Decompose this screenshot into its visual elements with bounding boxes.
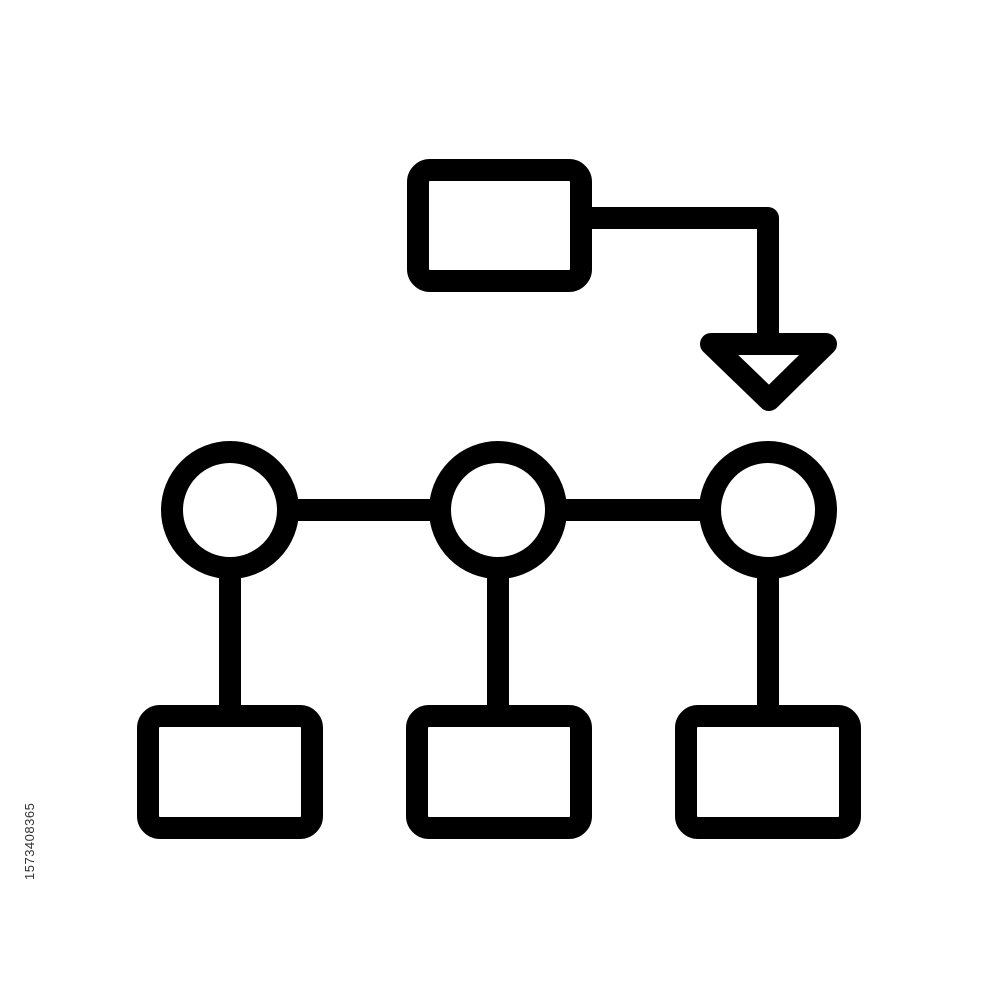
child-process-box-right	[675, 705, 861, 839]
node-circle-left	[161, 441, 299, 579]
node-circle-center	[429, 441, 567, 579]
down-arrow-icon	[700, 333, 837, 411]
child-process-box-left	[137, 705, 323, 839]
child-process-box-center	[406, 705, 592, 839]
flow-connector-line	[570, 207, 779, 351]
source-process-box	[407, 159, 592, 292]
node-circle-right	[699, 441, 837, 579]
stock-id-watermark: 1573408365	[22, 802, 37, 880]
